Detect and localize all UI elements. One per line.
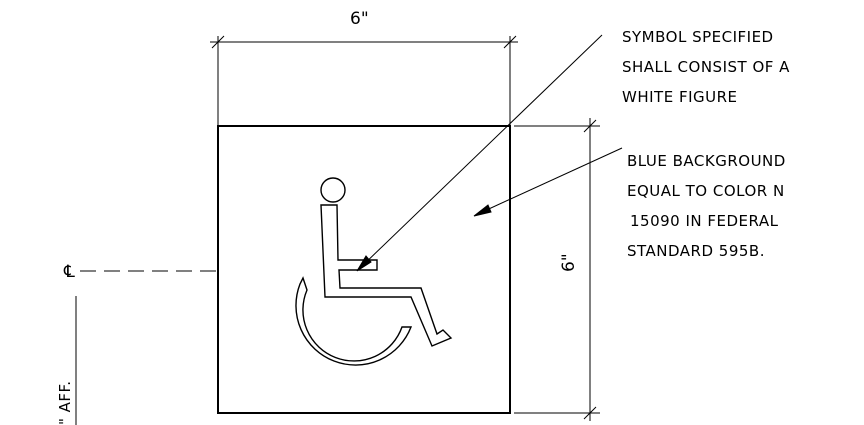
background-note-line-1: BLUE BACKGROUND (627, 152, 786, 170)
background-leader-arrowhead (473, 204, 492, 217)
background-note-line-2: EQUAL TO COLOR N (627, 182, 785, 200)
centerline-symbol: ℄ (63, 262, 75, 282)
wheel-outline (295, 276, 413, 366)
right-tick-bottom (583, 406, 597, 420)
top-tick-left (211, 35, 225, 49)
background-note: BLUE BACKGROUND EQUAL TO COLOR N 15090 I… (627, 152, 786, 260)
leader-arrows (356, 34, 623, 272)
background-leader-line (479, 147, 623, 214)
symbol-note-line-1: SYMBOL SPECIFIED (622, 28, 774, 46)
symbol-leader-arrowhead (356, 255, 372, 272)
symbol-note-line-2: SHALL CONSIST OF A (622, 58, 790, 76)
symbol-leader-line (359, 34, 603, 269)
symbol-note: SYMBOL SPECIFIED SHALL CONSIST OF A WHIT… (622, 28, 790, 106)
top-dimension (210, 35, 518, 126)
figure-body-outline (320, 204, 453, 347)
height-note: " AFF. (56, 380, 74, 425)
top-tick-right (503, 35, 517, 49)
figure-head (320, 177, 346, 203)
right-dimension (514, 118, 600, 421)
right-dimension-label: 6" (559, 253, 579, 272)
background-note-line-4: STANDARD 595B. (627, 242, 765, 260)
symbol-note-line-3: WHITE FIGURE (622, 88, 738, 106)
right-tick-top (583, 119, 597, 133)
sign-border (217, 125, 511, 414)
wheelchair-figure-icon (295, 177, 453, 366)
top-dimension-label: 6" (350, 9, 369, 29)
background-note-line-3: 15090 IN FEDERAL (630, 212, 779, 230)
